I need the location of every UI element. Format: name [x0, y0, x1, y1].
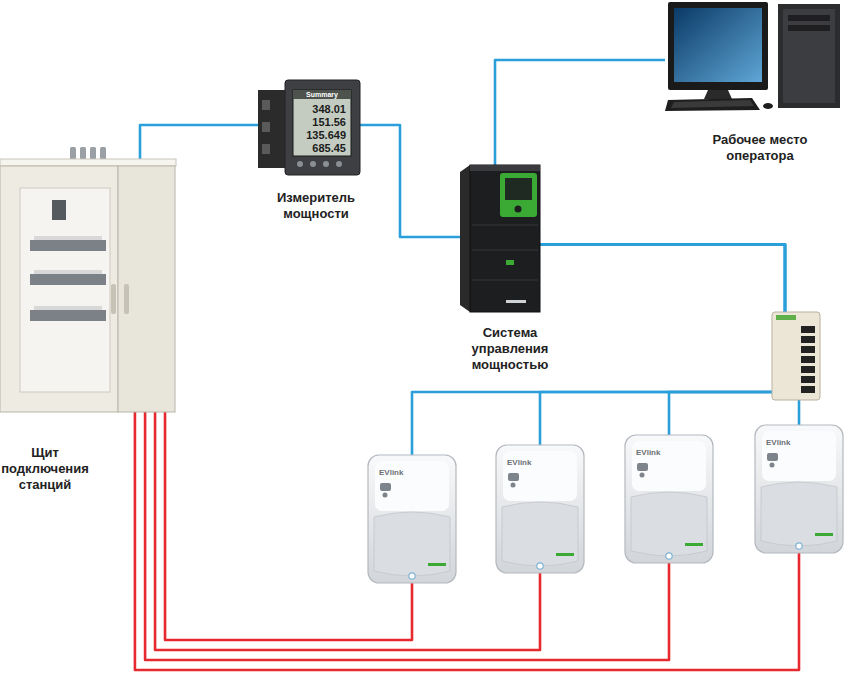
- status-led: [506, 260, 514, 265]
- meter-terminal: [262, 122, 270, 132]
- power-management-unit: Система управления мощностью: [460, 165, 540, 312]
- network-switch-art: [772, 312, 820, 400]
- door-handle: [111, 284, 116, 314]
- charging-station: EVlink: [625, 435, 713, 563]
- panel-top: [0, 159, 176, 166]
- brand-mark: [506, 300, 526, 303]
- meter-button: [310, 161, 316, 167]
- brand-label: EVlink: [766, 437, 806, 448]
- keyboard: [665, 98, 760, 111]
- brand-label: EVlink: [379, 467, 419, 478]
- brand-label: EVlink: [636, 447, 676, 458]
- switch-led: [776, 315, 796, 320]
- edge-group: [135, 60, 799, 670]
- pc-tower: [778, 4, 840, 108]
- power-cable: [135, 412, 799, 670]
- data-cable: [495, 60, 665, 165]
- charging-station-art: [368, 455, 456, 583]
- node-label: Щит подключения станций: [0, 445, 95, 493]
- switch-port: [801, 336, 815, 343]
- switch-port: [801, 366, 815, 373]
- charging-station: EVlink: [496, 445, 584, 573]
- node-label: Система управления мощностью: [460, 325, 560, 373]
- node-label: Измеритель мощности: [261, 190, 371, 222]
- meter-back: [258, 90, 288, 168]
- data-cable: [540, 244, 785, 435]
- tower-front: [783, 9, 835, 103]
- breaker-row: [34, 236, 102, 240]
- distribution-panel-art: [0, 147, 176, 412]
- data-cable: [540, 244, 785, 445]
- door-handle: [124, 284, 129, 314]
- unit-groove: [472, 225, 538, 226]
- meter-button: [323, 161, 329, 167]
- switch-port: [801, 356, 815, 363]
- meter-reading: 151.56: [298, 116, 346, 128]
- meter-front: [285, 80, 360, 175]
- panel-body: [0, 166, 118, 412]
- meter-terminal: [262, 144, 270, 154]
- operator-workstation: Рабочее место оператора: [665, 2, 845, 110]
- switch-port: [801, 346, 815, 353]
- unit-groove: [472, 250, 538, 251]
- drive-bay: [788, 15, 830, 21]
- switch-port: [801, 386, 815, 393]
- power-cable: [155, 412, 540, 650]
- panel-window: [20, 188, 110, 392]
- din-rail: [30, 240, 106, 251]
- charging-station-art: [625, 435, 713, 563]
- workstation-art: [665, 2, 840, 111]
- brand-label: EVlink: [507, 457, 547, 468]
- data-cable: [360, 125, 460, 237]
- unit-groove: [472, 280, 538, 281]
- display-frame: [500, 173, 537, 217]
- meter-reading: 135.649: [298, 129, 346, 141]
- power-management-art: [460, 165, 540, 312]
- screen-header: Summary: [293, 90, 351, 99]
- meter-header-band: [293, 90, 351, 99]
- power-meter-art: [258, 80, 360, 175]
- charging-station: EVlink: [755, 425, 843, 553]
- unit-dial: [515, 206, 522, 213]
- panel-device: [52, 200, 66, 220]
- switch-port: [801, 326, 815, 333]
- breaker-row: [34, 306, 102, 310]
- data-cable: [540, 244, 799, 425]
- charging-station-art: [496, 445, 584, 573]
- monitor-frame: [668, 2, 768, 90]
- mouse: [763, 103, 773, 109]
- switch-body: [772, 312, 820, 400]
- charging-station-art: [755, 425, 843, 553]
- monitor-stand: [704, 90, 732, 99]
- meter-screen: [293, 90, 351, 156]
- unit-display: [505, 178, 532, 200]
- distribution-panel: Щит подключения станций: [0, 165, 175, 412]
- monitor-screen: [674, 8, 762, 82]
- panel-door: [118, 166, 175, 412]
- meter-terminal: [262, 100, 270, 110]
- switch-port: [801, 376, 815, 383]
- din-rail: [30, 274, 106, 285]
- meter-reading: 685.45: [298, 142, 346, 154]
- unit-side: [460, 165, 470, 312]
- unit-front: [470, 165, 540, 312]
- charging-station: EVlink: [368, 455, 456, 583]
- meter-reading: 348.01: [298, 103, 346, 115]
- meter-button: [336, 161, 342, 167]
- din-rail: [30, 310, 106, 321]
- meter-button: [297, 161, 303, 167]
- unit-top: [470, 165, 540, 171]
- node-label: Рабочее место оператора: [700, 132, 820, 164]
- power-cable: [145, 412, 669, 660]
- keyboard-keys: [671, 100, 754, 108]
- breaker-row: [34, 270, 102, 274]
- drive-bay: [788, 25, 830, 31]
